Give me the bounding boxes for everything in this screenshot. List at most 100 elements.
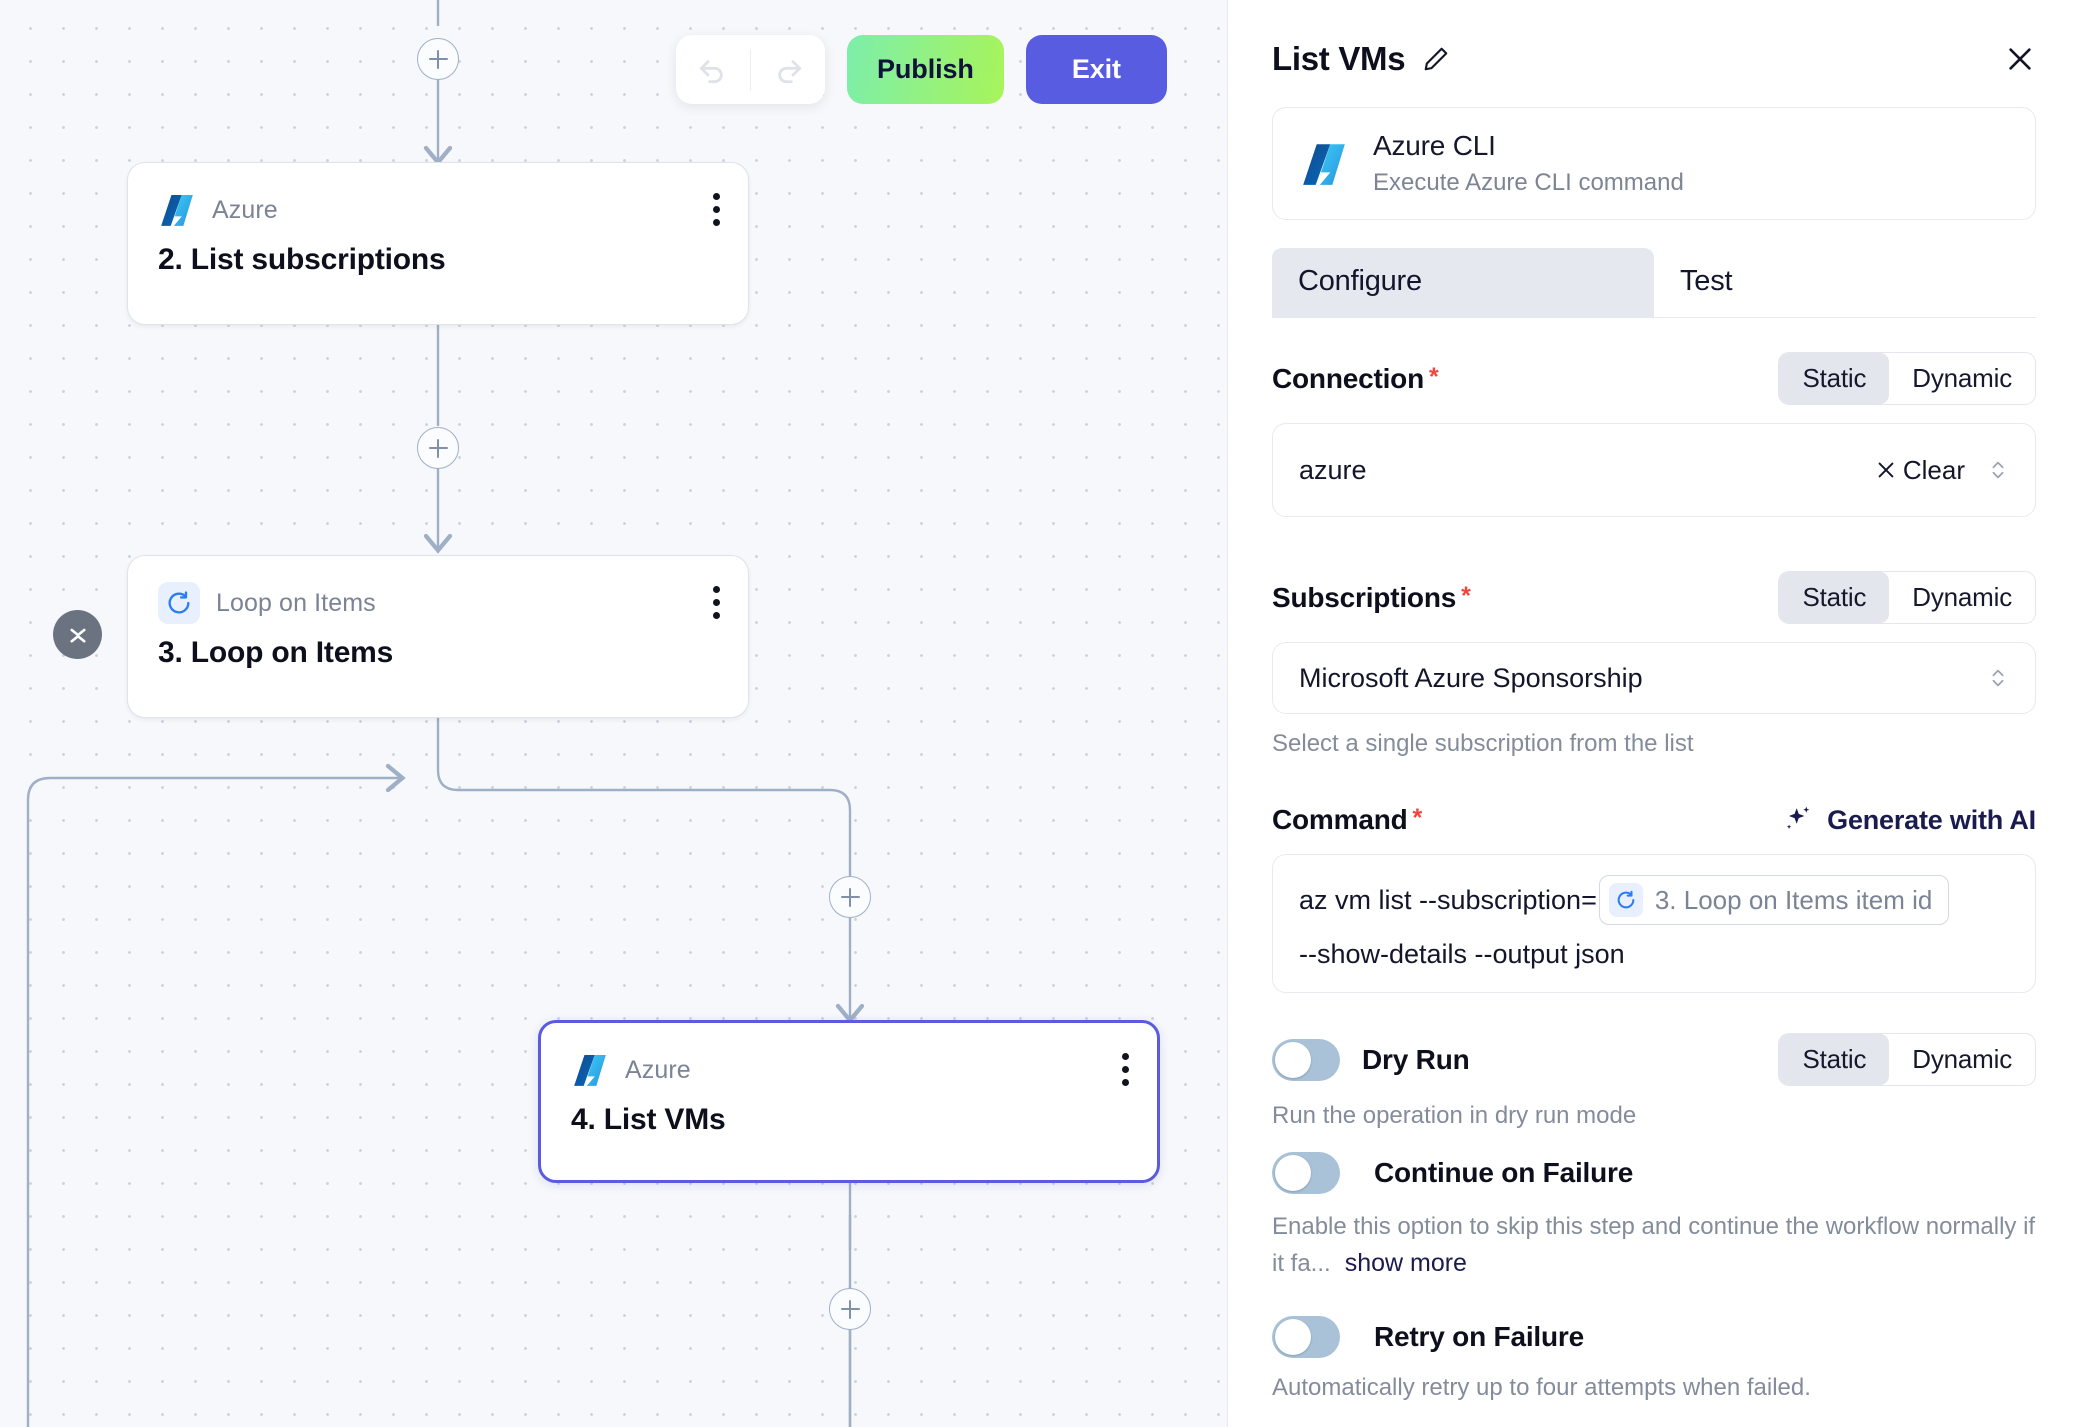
loop-refresh-icon [1608, 883, 1643, 917]
azure-icon [161, 194, 193, 226]
node-type-label: Azure [625, 1055, 691, 1084]
connection-value: azure [1299, 454, 1367, 485]
service-name: Azure CLI [1373, 130, 1496, 161]
undo-arrow-icon [699, 59, 723, 83]
connection-mode-dynamic[interactable]: Dynamic [1912, 363, 2012, 393]
command-text-after: --show-details --output json [1299, 939, 1625, 969]
chevron-updown-icon[interactable] [1987, 458, 2009, 482]
node-loop-on-items[interactable]: Loop on Items 3. Loop on Items [127, 555, 749, 718]
add-step-button-in-loop[interactable] [829, 876, 871, 918]
loop-refresh-icon [158, 582, 200, 624]
field-dry-run: Dry Run Static Dynamic Run the operation… [1228, 1033, 2080, 1130]
retry-on-failure-toggle[interactable] [1272, 1315, 1340, 1358]
exit-button[interactable]: Exit [1025, 35, 1167, 104]
redo-button[interactable] [751, 35, 825, 104]
subscriptions-mode-static[interactable]: Static [1779, 572, 1890, 623]
dry-run-mode-toggle[interactable]: Static Dynamic [1778, 1033, 2036, 1086]
connection-label: Connection* [1272, 363, 1439, 395]
node-header: Loop on Items [158, 582, 718, 624]
field-command: Command* Generate with AI az vm list --s… [1228, 804, 2080, 993]
node-menu-button[interactable] [712, 193, 720, 226]
redo-arrow-icon [778, 59, 802, 83]
toolbar-divider [749, 48, 752, 91]
generate-with-ai-label: Generate with AI [1827, 804, 2036, 835]
subscriptions-mode-dynamic[interactable]: Dynamic [1912, 582, 2012, 612]
node-menu-button[interactable] [1121, 1053, 1129, 1086]
canvas-toolbar: Publish Exit [676, 35, 1167, 104]
tab-configure[interactable]: Configure [1272, 248, 1654, 317]
add-step-button-after-list-vms[interactable] [829, 1288, 871, 1330]
add-step-button-top[interactable] [417, 38, 459, 80]
node-header: Azure [158, 189, 718, 231]
command-text-before: az vm list --subscription= [1299, 884, 1597, 915]
node-list-vms[interactable]: Azure 4. List VMs [538, 1020, 1160, 1183]
connection-label-text: Connection [1272, 362, 1424, 394]
dry-run-toggle[interactable] [1272, 1038, 1340, 1081]
field-retry-on-failure: Retry on Failure Automatically retry up … [1228, 1315, 2080, 1402]
continue-on-failure-helper-text: Enable this option to skip this step and… [1272, 1213, 2036, 1277]
close-x-icon [1878, 462, 1894, 478]
dry-run-label: Dry Run [1362, 1043, 1470, 1075]
command-label: Command* [1272, 804, 1422, 836]
collapse-branch-button[interactable] [53, 610, 102, 659]
panel-title: List VMs [1272, 40, 1406, 77]
field-connection: Connection* Static Dynamic azure Clear [1228, 352, 2080, 517]
retry-on-failure-helper: Automatically retry up to four attempts … [1272, 1373, 1811, 1401]
command-variable-chip[interactable]: 3. Loop on Items item id [1598, 875, 1950, 925]
connection-clear-button[interactable]: Clear [1875, 455, 1965, 486]
subscriptions-label: Subscriptions* [1272, 582, 1471, 614]
connection-mode-static[interactable]: Static [1779, 353, 1890, 404]
sparkle-ai-icon [1786, 806, 1810, 829]
node-type-label: Loop on Items [216, 588, 376, 617]
publish-button[interactable]: Publish [847, 35, 1004, 104]
continue-on-failure-label: Continue on Failure [1374, 1157, 1634, 1188]
tab-test[interactable]: Test [1680, 265, 1733, 297]
node-list-subscriptions[interactable]: Azure 2. List subscriptions [127, 162, 749, 325]
required-marker: * [1412, 804, 1423, 832]
continue-on-failure-helper: Enable this option to skip this step and… [1272, 1210, 2036, 1282]
command-label-text: Command [1272, 804, 1408, 835]
node-title: 2. List subscriptions [158, 243, 446, 276]
connection-select[interactable]: azure Clear [1272, 423, 2036, 517]
node-menu-button[interactable] [712, 586, 720, 619]
add-step-button-after-list-subscriptions[interactable] [417, 427, 459, 469]
panel-tabs: Configure Test [1272, 248, 2036, 318]
dry-run-mode-static[interactable]: Static [1779, 1034, 1890, 1085]
dry-run-helper: Run the operation in dry run mode [1272, 1102, 1637, 1129]
azure-icon [1303, 143, 1345, 185]
collapse-chevrons-icon [69, 628, 86, 643]
subscriptions-label-text: Subscriptions [1272, 581, 1457, 613]
required-marker: * [1461, 581, 1471, 610]
retry-on-failure-label: Retry on Failure [1374, 1320, 1584, 1352]
undo-button[interactable] [676, 35, 750, 104]
close-icon[interactable] [2004, 43, 2036, 75]
generate-with-ai-button[interactable]: Generate with AI [1782, 804, 2036, 836]
step-config-panel: List VMs Azure CLI Execute Azure CLI com… [1227, 0, 2080, 1427]
connection-mode-toggle[interactable]: Static Dynamic [1778, 352, 2036, 405]
node-type-label: Azure [212, 195, 278, 224]
undo-redo-group [676, 35, 825, 104]
subscriptions-value: Microsoft Azure Sponsorship [1299, 662, 1643, 693]
subscriptions-helper: Select a single subscription from the li… [1272, 730, 1694, 757]
panel-header: List VMs [1228, 0, 2080, 78]
service-description: Execute Azure CLI command [1373, 169, 1684, 196]
workflow-canvas[interactable]: Publish Exit [0, 0, 1227, 1427]
command-input[interactable]: az vm list --subscription= 3. Loop on It… [1272, 854, 2036, 993]
subscriptions-mode-toggle[interactable]: Static Dynamic [1778, 571, 2036, 624]
azure-icon [574, 1054, 606, 1086]
node-header: Azure [571, 1049, 1127, 1091]
continue-on-failure-toggle[interactable] [1272, 1152, 1340, 1194]
subscriptions-select[interactable]: Microsoft Azure Sponsorship [1272, 642, 2036, 714]
command-chip-label: 3. Loop on Items item id [1654, 884, 1933, 915]
field-continue-on-failure: Continue on Failure Enable this option t… [1228, 1152, 2080, 1282]
pencil-icon[interactable] [1421, 44, 1451, 74]
show-more-link[interactable]: show more [1344, 1248, 1467, 1277]
node-title: 3. Loop on Items [158, 636, 394, 669]
service-card: Azure CLI Execute Azure CLI command [1272, 107, 2036, 220]
dry-run-mode-dynamic[interactable]: Dynamic [1912, 1044, 2012, 1074]
required-marker: * [1429, 362, 1439, 391]
connection-clear-label: Clear [1902, 454, 1965, 485]
field-subscriptions: Subscriptions* Static Dynamic Microsoft … [1228, 571, 2080, 758]
chevron-updown-icon[interactable] [1987, 666, 2009, 690]
